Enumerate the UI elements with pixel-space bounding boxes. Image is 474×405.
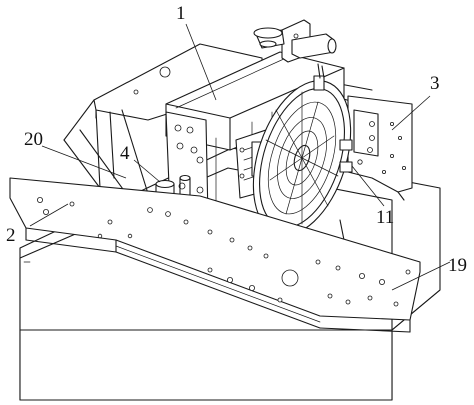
callout-label-19: 19 [448,255,467,276]
leader-lines [29,23,451,291]
callout-label-3: 3 [430,73,440,94]
callout-label-2: 2 [6,225,16,246]
callout-label-11: 11 [376,207,395,228]
cooling-fan [252,63,353,236]
callout-label-20: 20 [24,129,43,150]
front-mounting-plate [9,177,421,333]
callout-label-1: 1 [176,3,186,24]
callout-label-4: 4 [120,143,130,164]
